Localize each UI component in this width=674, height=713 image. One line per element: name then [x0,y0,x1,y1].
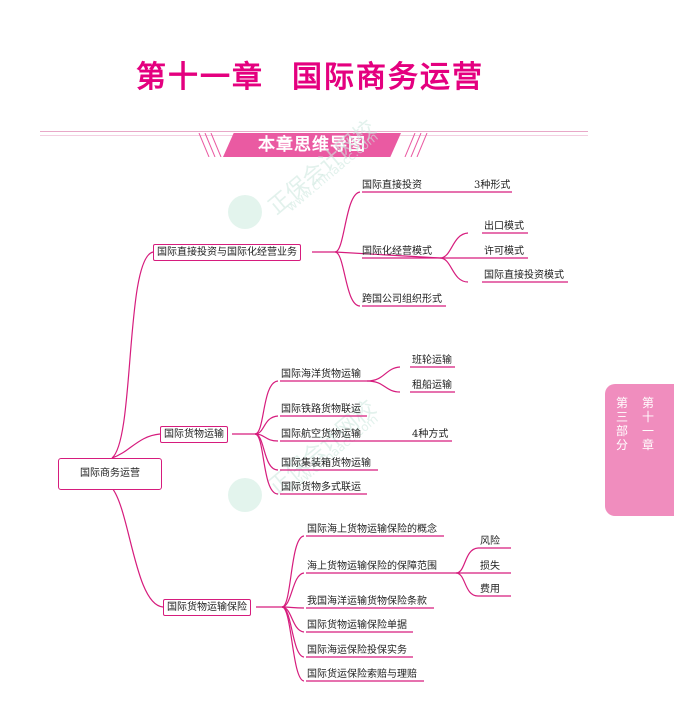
hatch-decoration-left [198,133,222,157]
node-operation-modes: 国际化经营模式 [362,246,432,257]
leaf-four-methods: 4种方式 [412,429,449,440]
node-claims: 国际货运保险索赔与理赔 [307,669,417,680]
chapter-title: 第十一章国际商务运营 [0,52,620,96]
node-insurance-clauses: 我国海洋运输货物保险条款 [307,596,427,607]
leaf-mode-2: 许可模式 [484,246,524,257]
node-rail-transport: 国际铁路货物联运 [281,404,361,415]
branch-international-investment: 国际直接投资与国际化经营业务 [153,244,301,261]
node-insurance-practice: 国际海运保险投保实务 [307,645,407,656]
mindmap-root: 国际商务运营 [58,458,162,490]
leaf-loss: 损失 [480,561,500,572]
leaf-three-forms: 3种形式 [474,180,511,191]
divider-line [40,131,588,132]
node-container-transport: 国际集装箱货物运输 [281,458,371,469]
node-ocean-transport: 国际海洋货物运输 [281,369,361,380]
leaf-expense: 费用 [480,584,500,595]
side-tab-chapter: 第十一章 [641,396,654,452]
node-air-transport: 国际航空货物运输 [281,429,361,440]
section-banner: 本章思维导图 [223,133,401,157]
leaf-liner: 班轮运输 [412,355,452,366]
hatch-decoration-right [404,133,428,157]
chapter-name: 国际商务运营 [292,60,484,95]
side-chapter-tab: 第三部分 第十一章 [605,384,674,516]
leaf-charter: 租船运输 [412,380,452,391]
leaf-risk: 风险 [480,536,500,547]
branch-goods-transport: 国际货物运输 [160,426,228,443]
chapter-number: 第十一章 [136,60,264,95]
node-direct-investment: 国际直接投资 [362,180,422,191]
node-org-forms: 跨国公司组织形式 [362,294,442,305]
branch-transport-insurance: 国际货物运输保险 [163,599,251,616]
node-insurance-documents: 国际货物运输保险单据 [307,620,407,631]
side-tab-part: 第三部分 [615,396,628,452]
node-multimodal: 国际货物多式联运 [281,482,361,493]
node-insurance-concept: 国际海上货物运输保险的概念 [307,524,437,535]
watermark-logo-icon [228,478,262,512]
leaf-mode-3: 国际直接投资模式 [484,270,564,281]
leaf-mode-1: 出口模式 [484,221,524,232]
node-coverage-scope: 海上货物运输保险的保障范围 [307,561,437,572]
watermark-logo-icon [228,195,262,229]
